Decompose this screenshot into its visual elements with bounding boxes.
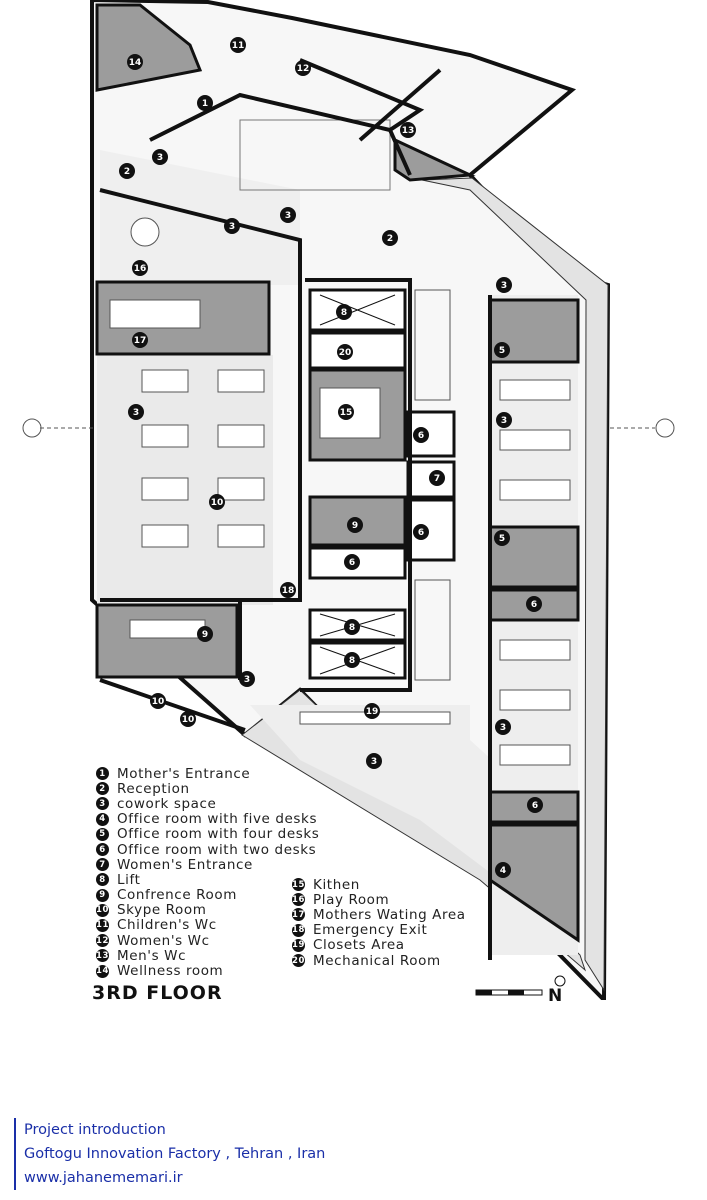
marker-15: 15 xyxy=(340,408,353,418)
marker-5a: 5 xyxy=(499,346,505,356)
footer-line-project: Goftogu Innovation Factory , Tehran , Ir… xyxy=(24,1146,326,1162)
marker-14: 14 xyxy=(129,58,142,68)
marker-6d: 6 xyxy=(531,600,537,610)
marker-10c: 10 xyxy=(182,715,195,725)
marker-6e: 6 xyxy=(532,801,538,811)
marker-3h: 3 xyxy=(500,723,506,733)
project-footer: Project introduction Goftogu Innovation … xyxy=(14,1118,325,1190)
marker-2b: 2 xyxy=(387,234,393,244)
marker-4: 4 xyxy=(500,866,506,876)
north-arrow-icon xyxy=(554,975,566,987)
footer-line-intro: Project introduction xyxy=(24,1122,166,1138)
marker-10a: 10 xyxy=(211,498,224,508)
marker-3a: 3 xyxy=(157,153,163,163)
marker-18: 18 xyxy=(282,586,295,596)
section-mark-left-icon xyxy=(22,418,42,438)
marker-3i: 3 xyxy=(371,757,377,767)
floor-title: 3RD FLOOR xyxy=(92,982,223,1004)
room-markers: 14 11 12 1 13 3 2 3 3 2 16 3 8 17 5 20 3… xyxy=(119,37,543,878)
desk-clusters xyxy=(109,217,571,766)
marker-9b: 9 xyxy=(202,630,208,640)
section-markers xyxy=(22,418,675,438)
marker-7: 7 xyxy=(434,474,440,484)
marker-11: 11 xyxy=(232,41,245,51)
marker-13: 13 xyxy=(402,126,415,136)
footer-link-website[interactable]: www.jahanememari.ir xyxy=(24,1170,183,1186)
marker-6a: 6 xyxy=(418,431,424,441)
marker-20: 20 xyxy=(339,348,352,358)
marker-3b: 3 xyxy=(229,222,235,232)
walls xyxy=(99,58,492,960)
marker-3c: 3 xyxy=(285,211,291,221)
marker-3f: 3 xyxy=(501,416,507,426)
marker-8b: 8 xyxy=(349,623,355,633)
section-mark-right-icon xyxy=(655,418,675,438)
marker-9a: 9 xyxy=(352,521,358,531)
marker-6c: 6 xyxy=(349,558,355,568)
marker-8a: 8 xyxy=(341,308,347,318)
marker-3g: 3 xyxy=(244,675,250,685)
marker-2a: 2 xyxy=(124,167,130,177)
marker-10b: 10 xyxy=(152,697,165,707)
marker-17: 17 xyxy=(134,336,147,346)
marker-8c: 8 xyxy=(349,656,355,666)
floor-plan: 14 11 12 1 13 3 2 3 3 2 16 3 8 17 5 20 3… xyxy=(22,0,675,1000)
marker-5b: 5 xyxy=(499,534,505,544)
marker-6b: 6 xyxy=(418,528,424,538)
marker-3d: 3 xyxy=(501,281,507,291)
marker-12: 12 xyxy=(297,64,310,74)
marker-3e: 3 xyxy=(133,408,139,418)
north-label: N xyxy=(548,986,563,1006)
marker-19: 19 xyxy=(366,707,379,717)
scale-bar xyxy=(475,989,543,996)
marker-1: 1 xyxy=(202,99,208,109)
marker-16: 16 xyxy=(134,264,147,274)
